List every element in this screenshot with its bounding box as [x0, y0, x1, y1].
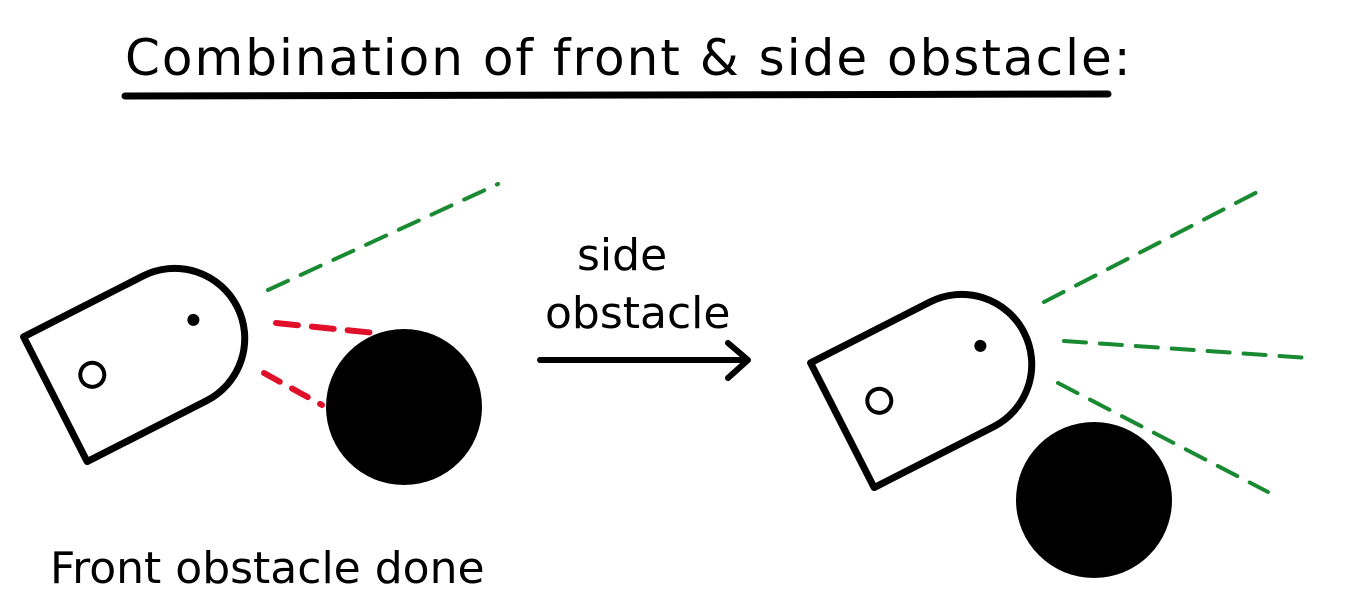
transition: side obstacle	[537, 230, 751, 381]
ray-upper-clear	[266, 182, 500, 292]
transition-label-line1: side	[577, 230, 667, 281]
robot-sensor-dot	[187, 313, 200, 326]
transition-label-line2: obstacle	[545, 288, 730, 339]
diagram-title: Combination of front & side obstacle:	[125, 29, 1133, 87]
robot-body	[807, 290, 1036, 492]
transition-arrow-head	[725, 340, 751, 381]
obstacle-side	[1016, 422, 1172, 578]
ray-lower-clear	[1056, 381, 1270, 494]
robot-body	[20, 264, 249, 466]
robot-wheel-marker	[865, 386, 894, 415]
scene-side-obstacle	[807, 185, 1310, 578]
robot-right	[807, 290, 1036, 492]
robot-left	[20, 264, 249, 466]
ray-upper-clear	[1042, 185, 1269, 304]
ray-front-blocked	[273, 320, 378, 336]
scene-front-obstacle: Front obstacle done	[20, 182, 500, 594]
ray-lower-blocked	[261, 370, 325, 408]
left-caption: Front obstacle done	[50, 543, 485, 594]
obstacle-front	[326, 329, 482, 485]
robot-sensor-dot	[974, 339, 987, 352]
robot-wheel-marker	[78, 360, 107, 389]
title-underline	[121, 90, 1112, 100]
ray-front-clear	[1062, 339, 1310, 360]
